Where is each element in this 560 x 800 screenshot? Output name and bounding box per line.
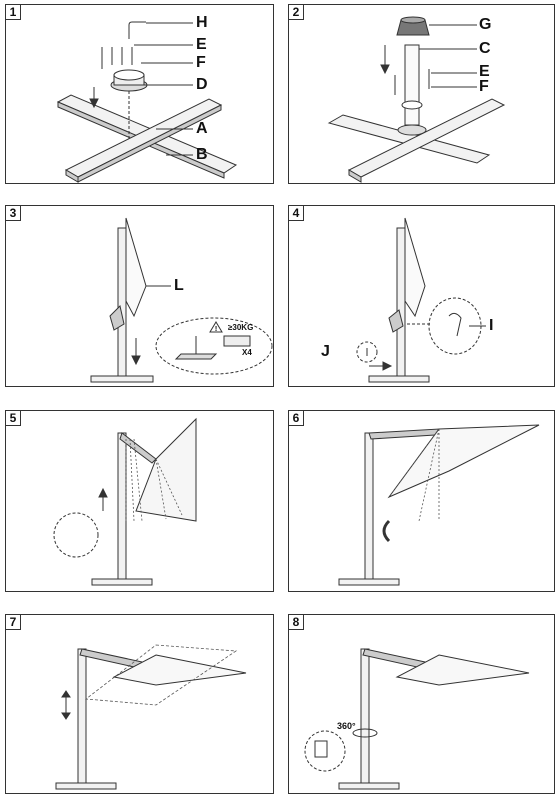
svg-text:!: ! (215, 326, 217, 333)
umbrella-closed-weights-drawing: ! (6, 206, 275, 388)
label-I: I (489, 317, 494, 334)
step-number: 5 (5, 410, 21, 426)
step-number: 8 (288, 614, 304, 630)
step-6-panel: 6 (288, 410, 555, 592)
label-G: G (479, 16, 492, 33)
label-J: J (321, 343, 330, 360)
label-F: F (196, 54, 206, 71)
label-B: B (196, 146, 208, 163)
weight-multiplier: X4 (242, 348, 252, 357)
step-7-panel: 7 (5, 614, 274, 794)
step-3-panel: 3 ! L ≥30KG X4 (5, 205, 274, 387)
label-C: C (479, 40, 491, 57)
pole-assembly-drawing (289, 5, 556, 185)
label-E: E (479, 63, 490, 80)
step-number: 6 (288, 410, 304, 426)
tilt-canopy-drawing (289, 411, 556, 593)
step-number: 2 (288, 4, 304, 20)
step-number: 4 (288, 205, 304, 221)
label-D: D (196, 76, 208, 93)
step-4-panel: 4 I J (288, 205, 555, 387)
step-1-panel: 1 (5, 4, 274, 184)
rotation-label: 360° (337, 721, 356, 731)
cross-base-assembly-drawing (6, 5, 275, 185)
open-canopy-drawing (6, 411, 275, 593)
step-number: 3 (5, 205, 21, 221)
label-A: A (196, 120, 208, 137)
height-adjust-drawing (6, 615, 275, 795)
step-2-panel: 2 G C E F (288, 4, 555, 184)
rotate-umbrella-drawing (289, 615, 556, 795)
step-5-panel: 5 (5, 410, 274, 592)
label-L: L (174, 277, 184, 294)
label-E: E (196, 36, 207, 53)
label-F: F (479, 78, 489, 95)
weight-requirement: ≥30KG (228, 323, 254, 332)
crank-handle-install-drawing (289, 206, 556, 388)
step-number: 7 (5, 614, 21, 630)
step-8-panel: 8 360° (288, 614, 555, 794)
warning-triangle-icon: ! (210, 322, 222, 333)
label-H: H (196, 14, 208, 31)
step-number: 1 (5, 4, 21, 20)
